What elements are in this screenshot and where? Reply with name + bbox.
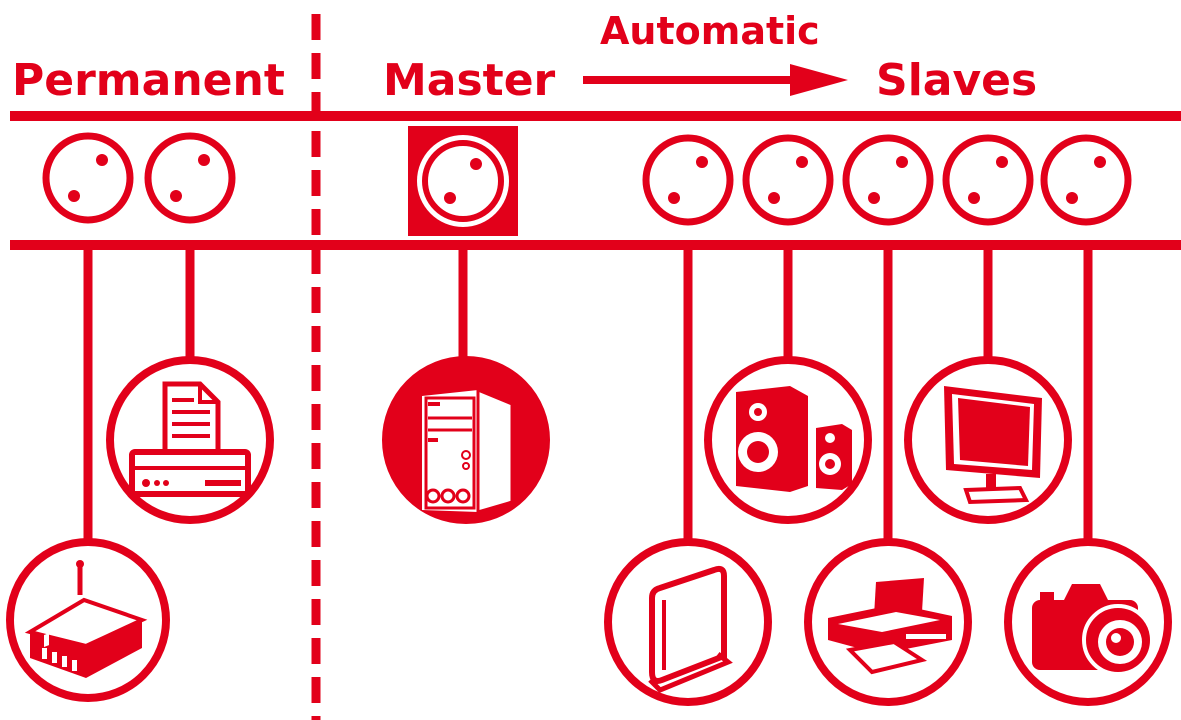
camera-icon	[1004, 538, 1172, 706]
socket-permanent-1	[42, 132, 134, 224]
socket-slave-3	[842, 134, 934, 226]
router-icon	[6, 538, 170, 702]
strip-bottom-bar	[10, 240, 1181, 250]
label-master: Master	[383, 55, 556, 106]
external-drive-icon	[604, 538, 772, 706]
inkjet-printer-icon	[804, 538, 972, 706]
strip-top-bar	[10, 111, 1181, 121]
socket-permanent-2	[144, 132, 236, 224]
speakers-icon	[704, 356, 872, 524]
fax-printer-icon	[106, 356, 274, 524]
socket-slave-1	[642, 134, 734, 226]
arrow-right-icon	[583, 64, 848, 96]
socket-slave-5	[1040, 134, 1132, 226]
socket-slave-4	[942, 134, 1034, 226]
cables	[83, 245, 1093, 548]
monitor-icon	[904, 356, 1072, 524]
label-automatic: Automatic	[600, 9, 820, 53]
label-slaves: Slaves	[876, 55, 1037, 106]
socket-master	[408, 126, 518, 236]
socket-slave-2	[742, 134, 834, 226]
label-permanent: Permanent	[12, 55, 285, 106]
desktop-tower-icon	[382, 356, 550, 524]
